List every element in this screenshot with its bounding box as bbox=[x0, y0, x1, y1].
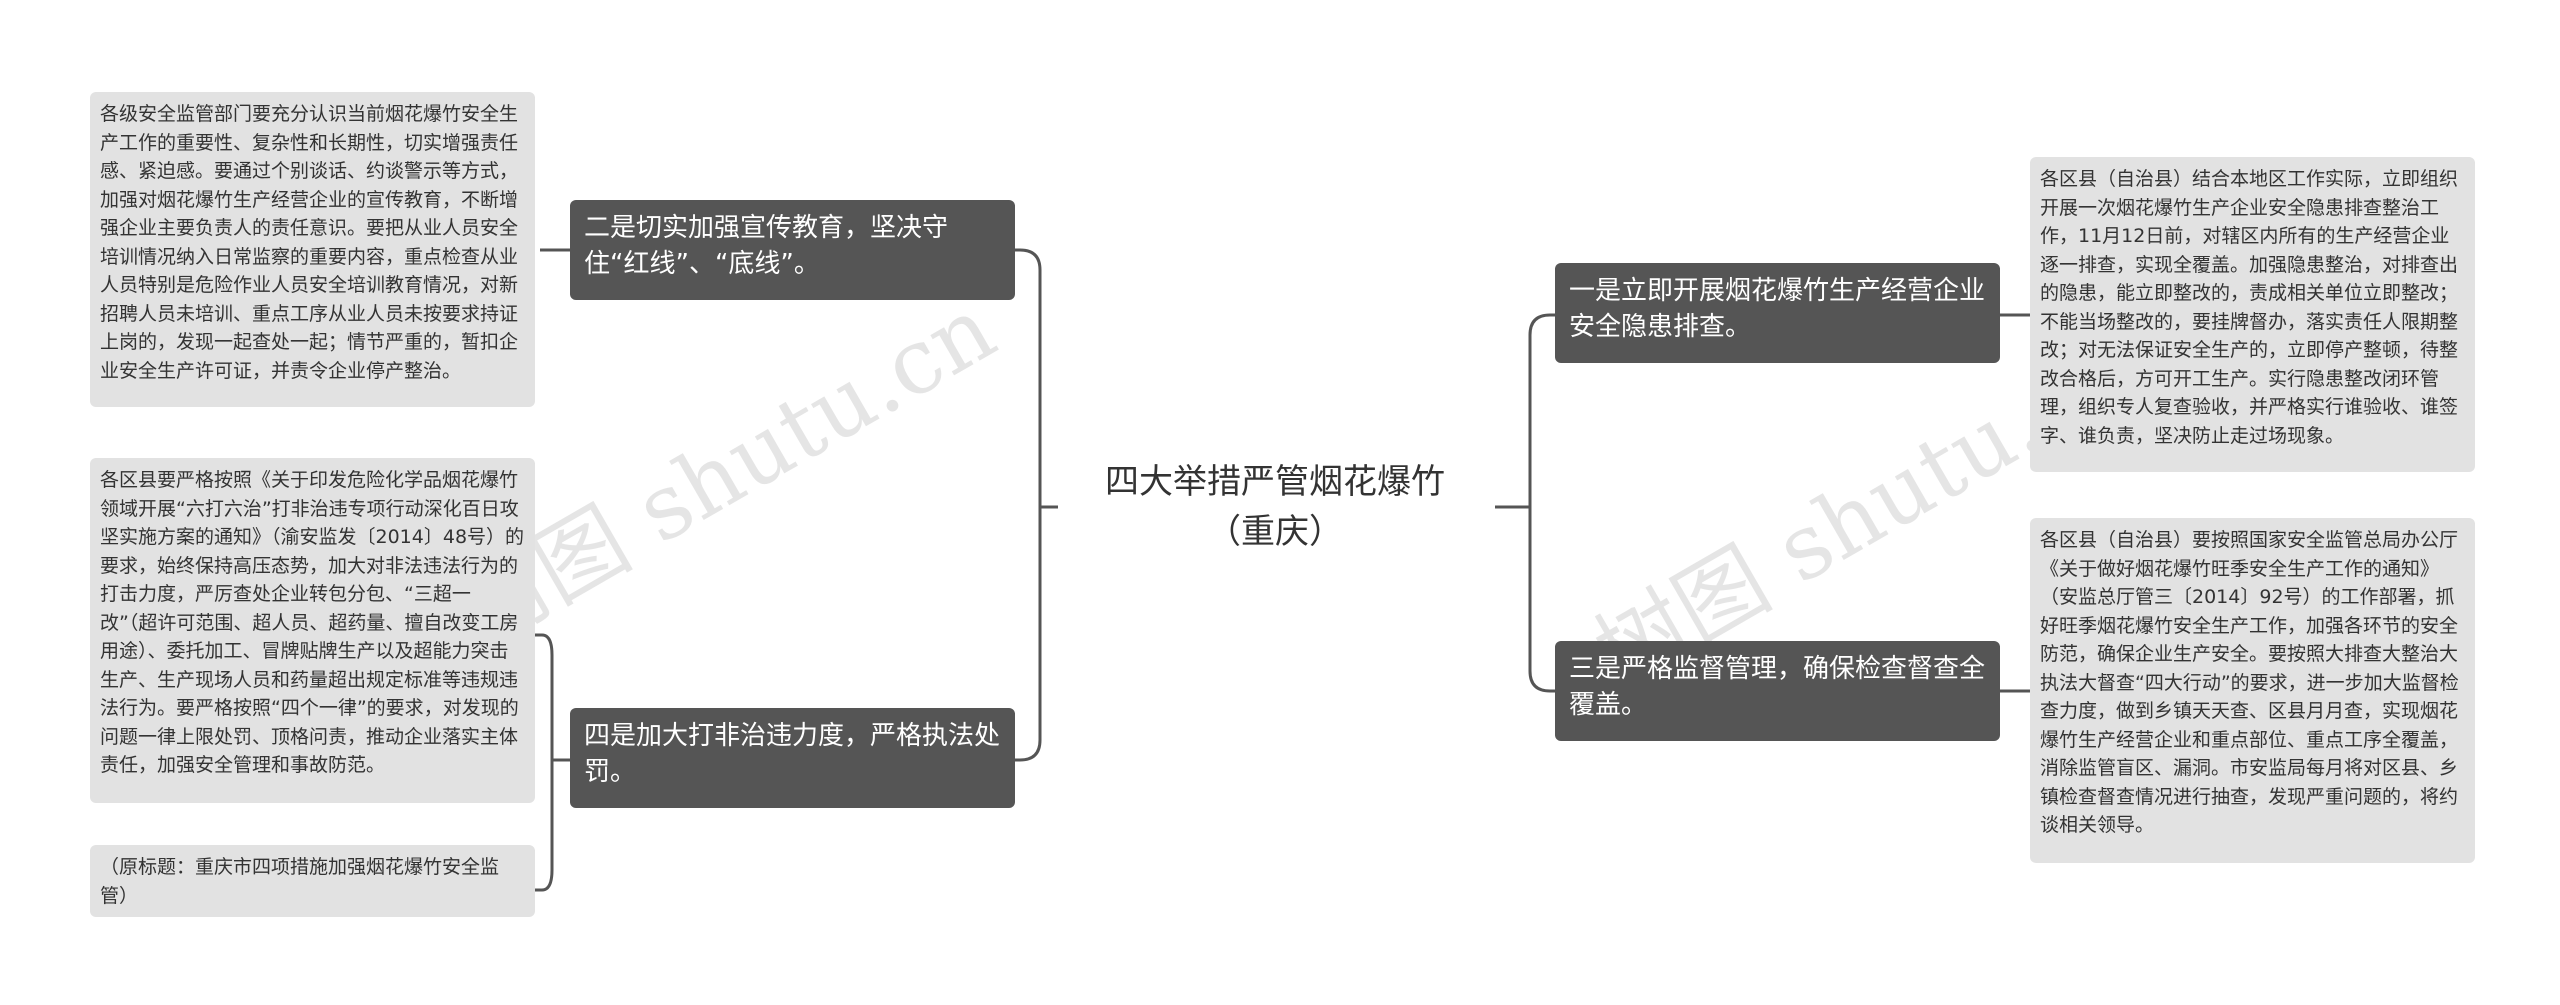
leaf-node-4b[interactable]: （原标题：重庆市四项措施加强烟花爆竹安全监管） bbox=[90, 845, 535, 917]
leaf-node-1[interactable]: 各区县（自治县）结合本地区工作实际，立即组织开展一次烟花爆竹生产企业安全隐患排查… bbox=[2030, 157, 2475, 472]
branch-node-1[interactable]: 一是立即开展烟花爆竹生产经营企业安全隐患排查。 bbox=[1555, 263, 2000, 363]
branch-node-2[interactable]: 二是切实加强宣传教育，坚决守住“红线”、“底线”。 bbox=[570, 200, 1015, 300]
leaf-node-2[interactable]: 各级安全监管部门要充分认识当前烟花爆竹安全生产工作的重要性、复杂性和长期性，切实… bbox=[90, 92, 535, 407]
leaf-node-3[interactable]: 各区县（自治县）要按照国家安全监管总局办公厅《关于做好烟花爆竹旺季安全生产工作的… bbox=[2030, 518, 2475, 863]
central-topic[interactable]: 四大举措严管烟花爆竹（重庆） bbox=[1105, 462, 1445, 552]
leaf-node-4a[interactable]: 各区县要严格按照《关于印发危险化学品烟花爆竹领域开展“六打六治”打非治违专项行动… bbox=[90, 458, 535, 803]
branch-node-3[interactable]: 三是严格监督管理，确保检查督查全覆盖。 bbox=[1555, 641, 2000, 741]
branch-node-4[interactable]: 四是加大打非治违力度，严格执法处罚。 bbox=[570, 708, 1015, 808]
